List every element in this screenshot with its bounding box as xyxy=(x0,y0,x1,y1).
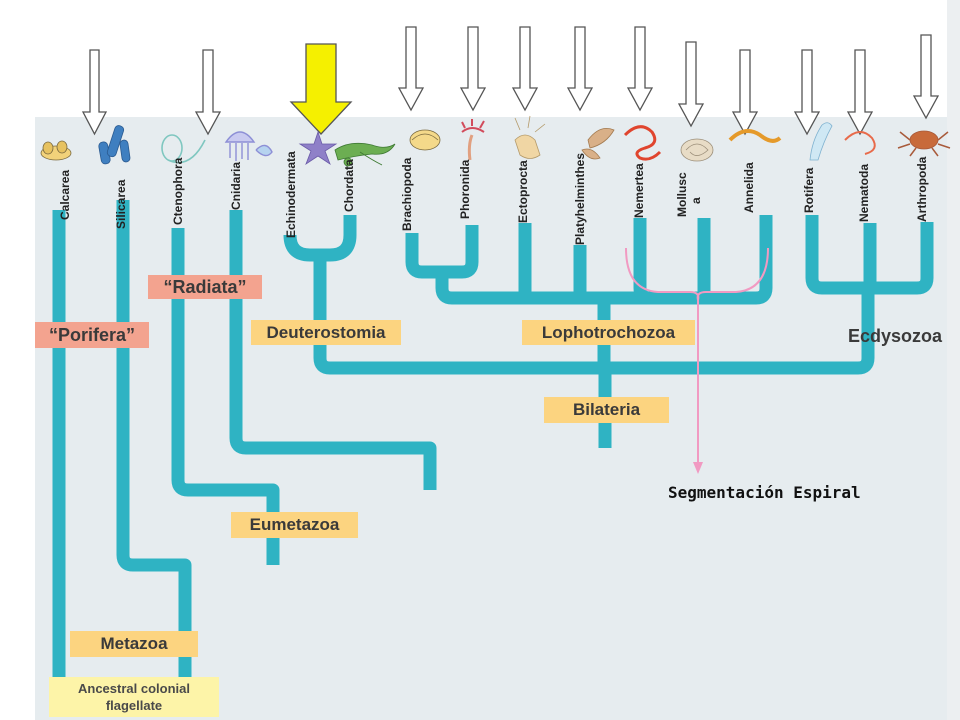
group-label-radiata: “Radiata” xyxy=(148,275,262,299)
sea-star-icon xyxy=(298,130,338,166)
taxon-label-text: Brachiopoda xyxy=(400,157,414,231)
group-label-eumetazoa: Eumetazoa xyxy=(231,512,358,538)
arrow-down-icon xyxy=(731,49,759,136)
taxon-label-text: Nemertea xyxy=(632,163,646,218)
tree-branches xyxy=(52,200,934,690)
group-label-bilateria: Bilateria xyxy=(544,397,669,423)
spiral-cleavage-label: Segmentación Espiral xyxy=(668,483,861,502)
group-label-deuterostomia: Deuterostomia xyxy=(251,320,401,345)
taxon-label-text: Chordata xyxy=(342,159,356,212)
taxon-label-text: Calcarea xyxy=(58,169,72,220)
arrow-down-icon xyxy=(626,26,654,112)
branch-ecdysozoa-stem xyxy=(605,288,875,375)
taxon-label-text: Mollusc xyxy=(675,172,689,217)
arrow-down-icon xyxy=(459,26,487,112)
taxon-label-text: Cnidaria xyxy=(229,161,243,210)
arrow-down-icon xyxy=(81,49,108,136)
taxon-label-text: Silicarea xyxy=(114,179,128,229)
root-label-ancestor: Ancestral colonial flagellate xyxy=(49,677,219,717)
branch-cnidaria xyxy=(229,210,437,490)
branch-deuterostomia-stem xyxy=(313,255,612,448)
group-label-ecdysozoa: Ecdysozoa xyxy=(847,325,943,346)
taxon-label-text: Ectoprocta xyxy=(516,160,530,223)
branch-lophotrochozoa xyxy=(405,225,479,279)
phoronid-icon xyxy=(461,119,485,161)
nematode-icon xyxy=(844,131,876,155)
taxon-label-text: Echinodermata xyxy=(284,151,298,238)
branch-ctenophora xyxy=(171,228,280,565)
group-label-lophotrochozoa: Lophotrochozoa xyxy=(522,320,695,345)
spiral-bracket xyxy=(625,247,769,474)
highlight-arrow-icon xyxy=(289,43,353,135)
jellyfish-icon xyxy=(224,131,273,161)
taxon-label-text-line2: a xyxy=(689,197,703,204)
taxon-label-text: Nematoda xyxy=(857,163,871,222)
flatworm-icon xyxy=(581,127,615,160)
arrow-down-icon xyxy=(846,49,874,136)
taxon-label-text: Phoronida xyxy=(458,159,472,219)
comb-jelly-icon xyxy=(161,134,206,164)
taxon-label-text: Ctenophora xyxy=(171,157,185,225)
bryozoan-icon xyxy=(514,115,546,159)
taxon-label-text: Platyhelminthes xyxy=(573,152,587,245)
taxon-label-text: Rotifera xyxy=(802,167,816,213)
arrow-down-icon xyxy=(194,49,222,136)
branch-silicarea xyxy=(116,200,192,690)
arrow-down-icon xyxy=(566,26,594,112)
group-label-porifera: “Porifera” xyxy=(35,322,149,348)
pointer-arrows xyxy=(81,26,940,136)
snail-icon xyxy=(680,138,714,162)
organism-illustrations xyxy=(40,115,951,167)
brachiopod-icon xyxy=(409,129,441,151)
taxon-label-text: Arthropoda xyxy=(915,156,929,222)
arrow-down-icon xyxy=(912,34,940,120)
branch-lopho-stem xyxy=(435,215,773,305)
arrow-down-icon xyxy=(511,26,539,112)
earthworm-icon xyxy=(728,129,782,143)
arrow-down-icon xyxy=(397,26,425,112)
branch-nemertea xyxy=(633,218,651,305)
group-label-metazoa: Metazoa xyxy=(70,631,198,657)
sponge-calcarea-icon xyxy=(40,140,72,161)
branch-deuterostomia xyxy=(283,215,357,262)
sponge-silicarea-icon xyxy=(98,125,131,165)
taxon-label-text: Annelida xyxy=(742,162,756,213)
rotifer-icon xyxy=(809,122,833,161)
slide-edge xyxy=(947,0,960,720)
lizard-icon xyxy=(334,142,396,167)
ribbon-worm-icon xyxy=(623,125,662,161)
crab-icon xyxy=(897,130,951,157)
arrow-down-icon xyxy=(677,41,705,128)
arrow-down-icon xyxy=(793,49,821,136)
